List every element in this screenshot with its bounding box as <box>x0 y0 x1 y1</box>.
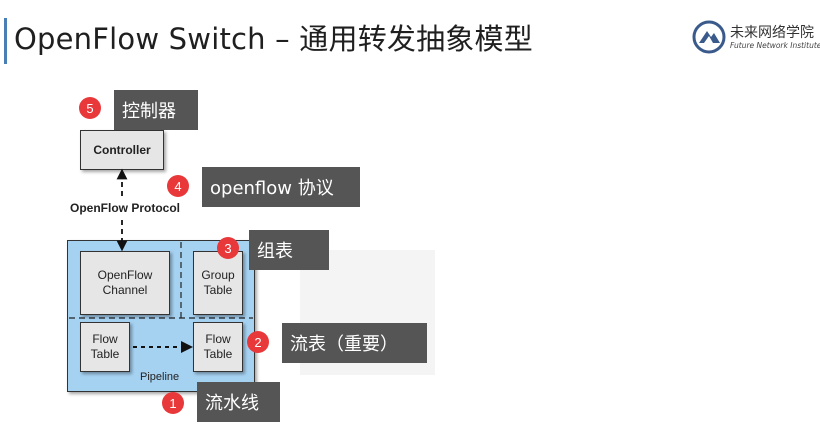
controller-box: Controller <box>80 130 164 170</box>
mountain-logo-icon <box>692 20 726 54</box>
flow-table-box-2: Flow Table <box>193 322 243 372</box>
logo-name-cn: 未来网络学院 <box>730 25 814 41</box>
callout-openflow-protocol: openflow 协议 <box>202 167 360 207</box>
callout-flow-table: 流表（重要） <box>282 323 427 363</box>
callout-badge-1: 1 <box>162 392 184 414</box>
callout-badge-4: 4 <box>167 175 189 197</box>
institute-logo: 未来网络学院 Future Network Institute <box>692 20 820 54</box>
pipeline-label: Pipeline <box>140 371 180 383</box>
callout-pipeline: 流水线 <box>197 382 280 422</box>
callout-badge-2: 2 <box>247 331 269 353</box>
logo-name-en: Future Network Institute <box>730 41 820 50</box>
callout-badge-5: 5 <box>79 97 101 119</box>
callout-controller: 控制器 <box>114 90 198 130</box>
slide-title: OpenFlow Switch – 通用转发抽象模型 <box>14 22 533 56</box>
openflow-channel-box: OpenFlow Channel <box>80 251 170 315</box>
callout-group-table: 组表 <box>249 230 329 270</box>
openflow-protocol-label: OpenFlow Protocol <box>70 201 180 215</box>
flow-table-box-1: Flow Table <box>80 322 130 372</box>
title-accent-bar <box>4 18 7 64</box>
callout-badge-3: 3 <box>217 237 239 259</box>
group-table-box: Group Table <box>193 251 243 315</box>
